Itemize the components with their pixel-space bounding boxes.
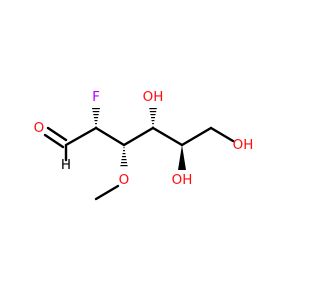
bond-c3-o-hashed: [120, 145, 128, 168]
atom-label-o-methoxy: O: [119, 172, 130, 188]
atom-label-oh-top: OH: [143, 89, 164, 105]
bond-c5-c6: [180, 126, 213, 147]
molecule-structure: O H F O OH OH OH: [34, 89, 254, 201]
atom-label-h-aldehyde: H: [61, 157, 71, 173]
atom-label-oh-right: OH: [233, 137, 254, 153]
bond-c4-c5: [151, 126, 184, 147]
bond-c2-c3: [94, 126, 126, 147]
bond-o-ch3: [94, 184, 120, 201]
bond-c6-o: [209, 126, 235, 143]
bond-c4-oh-hashed: [149, 107, 157, 128]
atom-label-f: F: [92, 89, 100, 105]
bond-c3-c4: [122, 126, 155, 147]
bond-c5-oh-wedge: [178, 145, 186, 170]
bond-c2-f-hashed: [92, 108, 100, 128]
molecule-diagram: O H F O OH OH OH: [34, 89, 254, 201]
bond-c1-c2: [64, 126, 98, 147]
atom-label-o-aldehyde: O: [34, 120, 45, 136]
atom-label-oh-bottom: OH: [172, 172, 193, 188]
bond-c1-o-double-a: [46, 126, 68, 142]
bond-c1-o-double-b: [43, 133, 65, 149]
